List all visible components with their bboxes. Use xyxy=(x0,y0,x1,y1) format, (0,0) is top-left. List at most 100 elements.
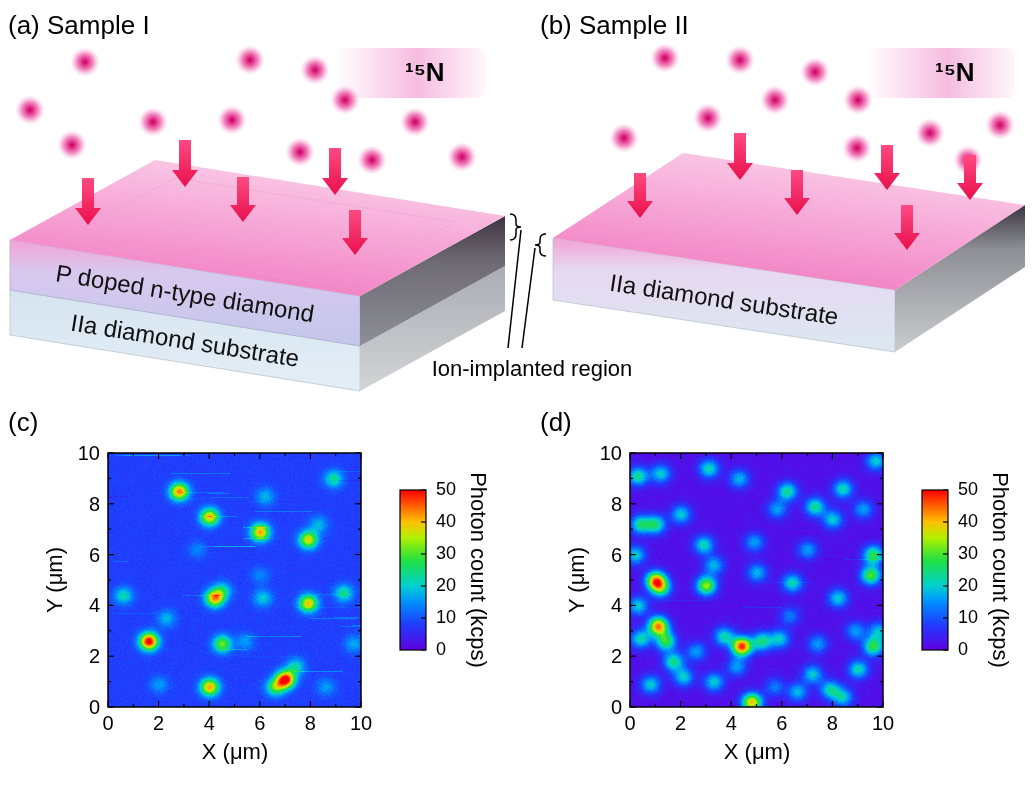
axis-tick xyxy=(360,701,361,707)
axis-tick xyxy=(108,706,114,707)
axis-tick xyxy=(259,453,260,459)
sample-two-slab xyxy=(553,153,1025,352)
axis-tick xyxy=(680,453,681,459)
axis-title: Photon count (kcps) xyxy=(988,472,1012,668)
tick-label: 0 xyxy=(611,696,622,718)
axis-tick xyxy=(630,529,633,530)
axis-tick xyxy=(209,701,210,707)
ion-particle xyxy=(800,57,830,87)
ion-particle xyxy=(217,105,247,135)
axis-tick xyxy=(880,478,883,479)
axis-tick xyxy=(731,701,732,707)
tick-label: 10 xyxy=(350,712,372,734)
axis-tick xyxy=(832,701,833,707)
colorbar-tick xyxy=(943,585,948,586)
axis-tick xyxy=(107,453,108,459)
axis-tick xyxy=(108,452,114,453)
tick-label: 4 xyxy=(204,712,215,734)
bracket xyxy=(510,214,521,240)
tick-label: 4 xyxy=(89,594,100,616)
axis-tick xyxy=(107,701,108,707)
leader-line xyxy=(522,248,535,348)
axis-tick xyxy=(183,453,184,456)
implant-arrow xyxy=(727,133,753,180)
panel-label: (c) xyxy=(8,408,38,437)
colorbar-tick xyxy=(421,489,426,490)
axis-title: X (μm) xyxy=(724,740,790,764)
ion-particle xyxy=(357,145,387,175)
colorbar-tick-label: 0 xyxy=(958,640,968,660)
isotope-label: ¹⁵N xyxy=(405,58,445,87)
colorbar-tick-label: 10 xyxy=(436,608,456,628)
colorbar-tick-label: 0 xyxy=(436,640,446,660)
axis-tick xyxy=(806,453,807,456)
tick-label: 6 xyxy=(89,544,100,566)
colorbar-tick-label: 40 xyxy=(958,512,978,532)
axis-tick xyxy=(360,453,361,459)
axis-tick xyxy=(880,630,883,631)
axis-tick xyxy=(108,554,114,555)
colorbar xyxy=(922,490,948,650)
axis-tick xyxy=(756,704,757,707)
axis-tick xyxy=(209,453,210,459)
ion-particle xyxy=(15,95,45,125)
isotope-label: ¹⁵N xyxy=(935,58,975,87)
colorbar xyxy=(400,490,426,650)
axis-tick xyxy=(158,701,159,707)
colorbar-tick xyxy=(943,521,948,522)
ion-particle xyxy=(985,110,1015,140)
ion-particle xyxy=(400,107,430,137)
implant-arrow xyxy=(172,140,198,187)
ion-particle xyxy=(609,123,639,153)
axis-tick xyxy=(877,554,883,555)
axis-tick xyxy=(705,704,706,707)
axis-tick xyxy=(877,656,883,657)
tick-label: 0 xyxy=(89,696,100,718)
pl-map xyxy=(630,453,883,707)
axis-tick xyxy=(108,529,111,530)
axis-tick xyxy=(158,453,159,459)
axis-tick xyxy=(133,453,134,456)
colorbar-tick-label: 50 xyxy=(958,480,978,500)
axis-tick xyxy=(133,704,134,707)
axis-tick xyxy=(629,453,630,459)
tick-label: 2 xyxy=(675,712,686,734)
tick-label: 8 xyxy=(89,493,100,515)
ion-particle xyxy=(285,137,315,167)
tick-label: 8 xyxy=(611,493,622,515)
tick-label: 0 xyxy=(624,712,635,734)
axis-tick xyxy=(877,452,883,453)
colorbar-tick xyxy=(421,553,426,554)
colorbar-tick xyxy=(421,585,426,586)
axis-tick xyxy=(781,453,782,459)
axis-tick xyxy=(108,579,111,580)
ion-particle xyxy=(330,85,360,115)
axis-title: Y (μm) xyxy=(43,547,67,613)
axis-tick xyxy=(880,579,883,580)
colorbar-tick xyxy=(943,489,948,490)
colorbar-tick-label: 20 xyxy=(958,576,978,596)
colorbar-tick-label: 30 xyxy=(958,544,978,564)
axis-tick xyxy=(355,452,361,453)
axis-tick xyxy=(882,701,883,707)
colorbar-tick-label: 40 xyxy=(436,512,456,532)
plot-frame xyxy=(108,453,361,707)
leader-line xyxy=(508,230,521,348)
tick-label: 4 xyxy=(611,594,622,616)
axis-tick xyxy=(234,704,235,707)
ion-particle xyxy=(693,103,723,133)
plot-axes xyxy=(630,453,948,707)
tick-label: 10 xyxy=(872,712,894,734)
axis-tick xyxy=(630,605,636,606)
axis-tick xyxy=(355,605,361,606)
axis-tick xyxy=(183,704,184,707)
implant-arrow xyxy=(784,170,810,215)
axis-tick xyxy=(234,453,235,456)
axis-title: Photon count (kcps) xyxy=(466,472,490,668)
tick-label: 10 xyxy=(600,442,622,464)
tick-label: 10 xyxy=(78,442,100,464)
axis-tick xyxy=(108,630,111,631)
axis-tick xyxy=(781,701,782,707)
axis-tick xyxy=(358,529,361,530)
plot-axes xyxy=(108,453,426,707)
